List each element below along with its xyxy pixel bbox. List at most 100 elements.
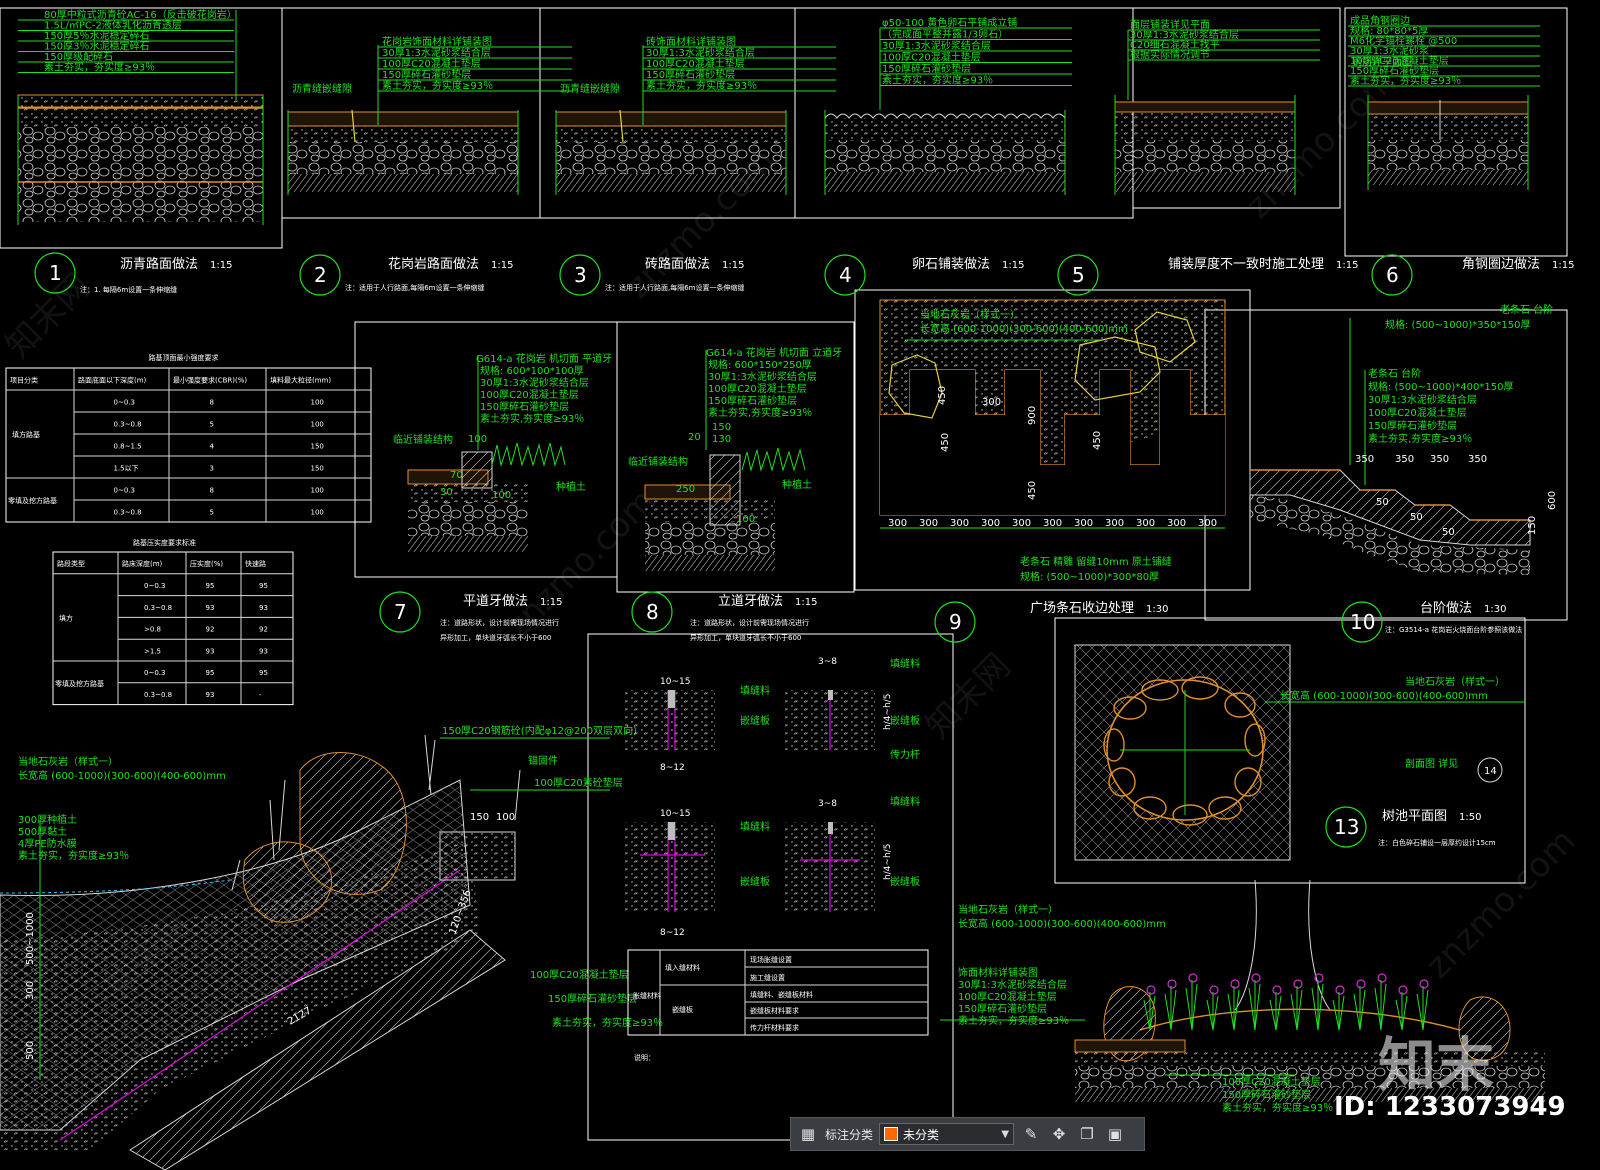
detail-10-section[interactable]: 老条石 台阶 规格: (500~1000)*350*150厚 老条石 台阶 规格…	[1249, 303, 1558, 575]
detail-13-plan[interactable]: 当地石灰岩（样式一） 长宽高 (600-1000)(300-600)(400-6…	[1074, 644, 1525, 861]
table2-header: 路床深度(m)	[122, 559, 163, 568]
subgrade-strength-table: 路基顶面最小强度要求项目分类路面底面以下深度(m)最小强度要求(CBR)(%)填…	[5, 353, 372, 523]
joint-details[interactable]: 填缝料 嵌缝板 填缝料 嵌缝板 传力杆 填缝料 嵌缝板 填缝料 嵌缝板 10~1…	[625, 657, 920, 938]
layers1-item: 150厚3％水泥稳定碎石	[44, 40, 149, 53]
detail-7-title: 平道牙做法	[463, 594, 528, 609]
grid-icon[interactable]: ▦	[800, 1125, 816, 1143]
paving9-label: 当地石灰岩（样式一）	[920, 308, 1020, 321]
tree-pool-section[interactable]: 当地石灰岩（样式一） 长宽高 (600-1000)(300-600)(400-6…	[940, 879, 1545, 1114]
step-spec-2: 规格: (500~1000)*400*150厚	[1368, 380, 1513, 393]
detail-7-section[interactable]: G614-a 花岗岩 机切面 平道牙 规格: 600*100*100厚 30厚1…	[393, 352, 612, 552]
notes: 注：适用于人行路面,每隔6m设置一条伸缩缝 注：适用于人行路面,每隔6m设置一条…	[80, 283, 1522, 847]
table2-cell: 95	[259, 669, 268, 677]
detail-3-number: 3	[574, 263, 587, 287]
detail-4-number: 4	[839, 263, 852, 287]
detail-3-scale: 1:15	[722, 260, 744, 271]
detail-10-number: 10	[1350, 610, 1375, 634]
asphalt-joint-label-2: 沥青缝嵌缝隙	[560, 82, 620, 95]
clipboard-icon[interactable]: ▣	[1107, 1125, 1123, 1143]
layers3-item: 150厚碎石灌砂垫层	[646, 68, 735, 81]
table2-cell: 93	[259, 647, 268, 655]
joint-b-1: 嵌缝板	[740, 714, 770, 727]
curb7-l4: 素土夯实,夯实度≥93％	[480, 412, 584, 425]
table1-cell: 1.5以下	[114, 464, 139, 472]
edit-icon[interactable]: ✎	[1024, 1125, 1038, 1143]
section-ref-num: 14	[1484, 766, 1497, 777]
curb8-l2: 100厚C20混凝土垫层	[708, 382, 807, 395]
move-icon[interactable]: ✥	[1052, 1125, 1066, 1143]
joint-dim-1b: 10~15	[660, 809, 690, 819]
dim-7-100b: 100	[492, 490, 511, 501]
detail-3-section[interactable]: 沥青缝嵌缝隙 砖饰面材料详铺装图30厚1:3水泥砂浆结合层100厚C20混凝土垫…	[555, 35, 836, 195]
flower-mark	[1146, 985, 1156, 995]
detail-9-title: 广场条石收边处理	[1030, 600, 1134, 616]
layers1-item: 150厚级配碎石	[44, 50, 113, 63]
note-detail-13: 注：白色碎石铺设一层厚约设计15cm	[1378, 838, 1496, 847]
detail-2-section[interactable]: 沥青缝嵌缝隙 花岗岩饰面材料详铺装图30厚1:3水泥砂浆结合层100厚C20混凝…	[287, 35, 572, 195]
pond-dim-b: 300	[25, 981, 36, 1000]
jt-r3: 填缝料、嵌缝板材料	[750, 990, 813, 999]
curb7-label: G614-a 花岗岩 机切面 平道牙	[476, 352, 612, 365]
detail-8-section[interactable]: G614-a 花岗岩 机切面 立道牙 规格: 600*150*250厚 30厚1…	[628, 346, 842, 571]
detail-8-circle	[631, 591, 673, 633]
table1-group2: 零填及挖方路基	[8, 496, 57, 505]
table1-header: 填料最大粒径(mm)	[270, 375, 331, 384]
table1-header: 最小强度要求(CBR)(%)	[173, 375, 247, 384]
layers1-item: 80厚中粒式沥青砼AC-16（反击破花岗岩）	[44, 8, 237, 21]
detail-5-circle	[1057, 254, 1099, 296]
step-l3: 150厚碎石灌砂垫层	[1368, 419, 1457, 432]
jt-r2: 施工缝设置	[750, 973, 785, 982]
flower-mark	[1335, 985, 1345, 995]
detail-6-title: 角钢圈边做法	[1462, 257, 1540, 272]
table1-cell: 0~0.3	[114, 486, 135, 494]
dim-8-100: 100	[736, 514, 755, 525]
detail-4-section[interactable]: φ50-100 黄色卵石平铺成立铺（完成面平整并露1/3卵石）30厚1:3水泥砂…	[824, 16, 1072, 195]
joint-dim-4b: h/4~h/5	[883, 844, 893, 880]
layers3-item: 30厚1:3水泥砂浆结合层	[646, 46, 755, 59]
joint-a-3: 填缝料	[740, 820, 770, 833]
joint-b-3: 嵌缝板	[740, 875, 770, 888]
table1-cell: 8	[210, 486, 214, 494]
dim-8-250: 250	[676, 484, 695, 495]
detail-9-plan[interactable]: 当地石灰岩（样式一） 长宽高 (600-1000)(300-600)(400-6…	[879, 299, 1226, 583]
dim-10-50b: 50	[1410, 512, 1423, 523]
table2-header: 快速路	[245, 559, 266, 568]
flower-mark	[1272, 985, 1282, 995]
pond-dim-a: 500~1000	[25, 912, 36, 965]
dim-10-350d: 350	[1468, 454, 1487, 465]
dim-9-300: 300	[982, 397, 1001, 408]
dim-9-450c: 450	[1027, 481, 1038, 500]
curb8-l3: 150厚碎石灌砂垫层	[708, 394, 797, 407]
table1-cell: 8	[210, 398, 214, 406]
joint-dim-1: 10~15	[660, 677, 690, 687]
table2-cell: 0.3~0.8	[144, 691, 172, 699]
dim-8-20: 20	[688, 432, 701, 443]
pond-stone-label: 当地石灰岩（样式一）	[18, 755, 118, 768]
detail-8-scale: 1:15	[795, 597, 817, 608]
flower-mark	[1419, 979, 1429, 989]
layers3-item: 100厚C20混凝土垫层	[646, 57, 745, 70]
copy-icon[interactable]: ❐	[1080, 1125, 1094, 1143]
detail-5-number: 5	[1072, 263, 1085, 287]
toolbar-label: 标注分类	[825, 1127, 874, 1142]
detail-4-scale: 1:15	[1002, 260, 1024, 271]
flower-mark	[1188, 973, 1198, 983]
curb7-l2: 100厚C20混凝土垫层	[480, 388, 579, 401]
dim-9-450: 450	[937, 386, 948, 405]
pond-layer-1: 300厚种植土	[18, 813, 77, 826]
detail-1-section[interactable]: 80厚中粒式沥青砼AC-16（反击破花岗岩）1.5L/㎡PC-2液体乳化沥青透层…	[17, 8, 264, 225]
pond-dim-f: 100	[496, 812, 515, 823]
pond-section[interactable]: 150厚C20钢筋砼(内配φ12@200双层双向) 锚固件 100厚C20素砼垫…	[0, 724, 663, 1170]
note-detail-8: 注：道路形状，设计前需现场情况进行	[690, 618, 809, 627]
table1-cell: 150	[311, 442, 324, 450]
jt-left1: 填入缝材料	[665, 963, 700, 972]
tp-stone-label: 当地石灰岩（样式一）	[958, 903, 1058, 916]
detail-7-number: 7	[394, 600, 407, 624]
layers4-item: 30厚1:3水泥砂浆结合层	[882, 39, 991, 52]
adj-paving-7: 临近铺装结构	[393, 433, 453, 446]
category-dropdown[interactable]: 未分类 ▼	[879, 1123, 1015, 1145]
table1-group1: 填方路基	[12, 430, 40, 439]
